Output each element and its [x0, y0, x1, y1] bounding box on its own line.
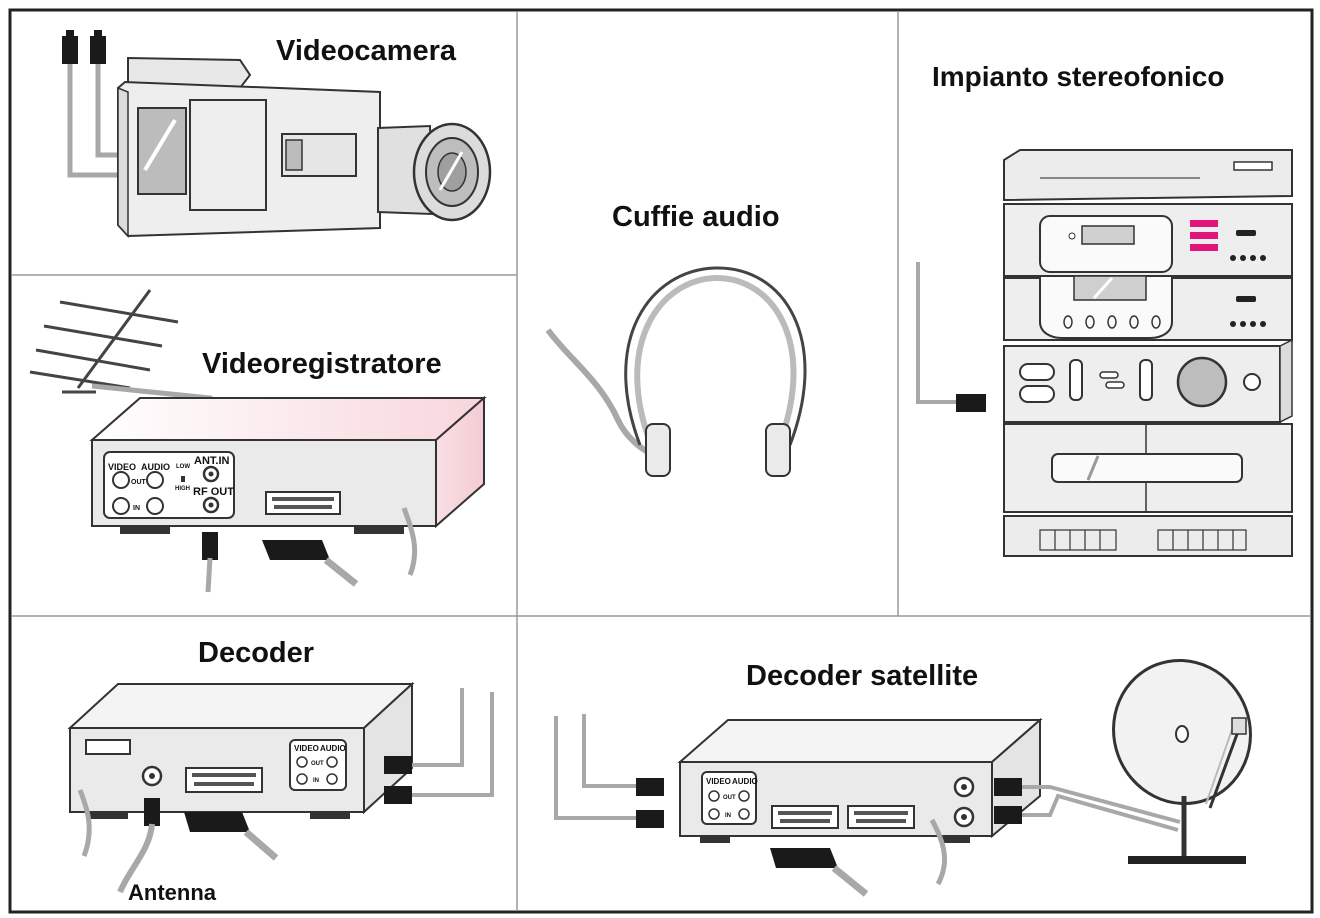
decoder-illustration	[67, 681, 494, 894]
videocamera-illustration	[62, 30, 492, 238]
vcr-jack-video: VIDEO	[108, 462, 136, 472]
decoder-jack-out: OUT	[311, 761, 324, 767]
decoder-antenna-label: Antenna	[128, 880, 217, 905]
stereo-illustration	[916, 149, 1293, 557]
vcr-illustration	[29, 289, 487, 593]
decoder-jack-video: VIDEO	[294, 744, 319, 753]
sat-jack-audio: AUDIO	[732, 777, 758, 786]
vcr-jack-in: IN	[133, 505, 140, 512]
vcr-ant-in-label: ANT.IN	[194, 455, 230, 467]
stereo-plug	[956, 394, 986, 412]
videoregistratore-title: Videoregistratore	[202, 348, 442, 380]
cuffie-title: Cuffie audio	[612, 201, 780, 233]
decoder-jack-audio: AUDIO	[320, 744, 346, 753]
sat-jack-out: OUT	[723, 795, 736, 801]
videocamera-title: Videocamera	[276, 35, 457, 67]
stereo-title: Impianto stereofonico	[932, 61, 1224, 92]
satellite-decoder-illustration	[554, 714, 1181, 897]
satellite-dish-illustration	[1112, 658, 1252, 864]
vcr-jack-out: OUT	[131, 479, 147, 486]
decoder-jack-in: IN	[313, 778, 319, 784]
decoder-title: Decoder	[198, 637, 314, 669]
vcr-jack-audio: AUDIO	[141, 462, 170, 472]
vcr-low-label: LOW	[176, 464, 190, 470]
vcr-rf-out-label: RF OUT	[193, 486, 234, 498]
sat-jack-in: IN	[725, 813, 731, 819]
sat-jack-video: VIDEO	[706, 777, 731, 786]
headphones-illustration	[545, 266, 807, 477]
satellite-title: Decoder satellite	[746, 660, 978, 692]
vcr-high-label: HIGH	[175, 486, 190, 492]
